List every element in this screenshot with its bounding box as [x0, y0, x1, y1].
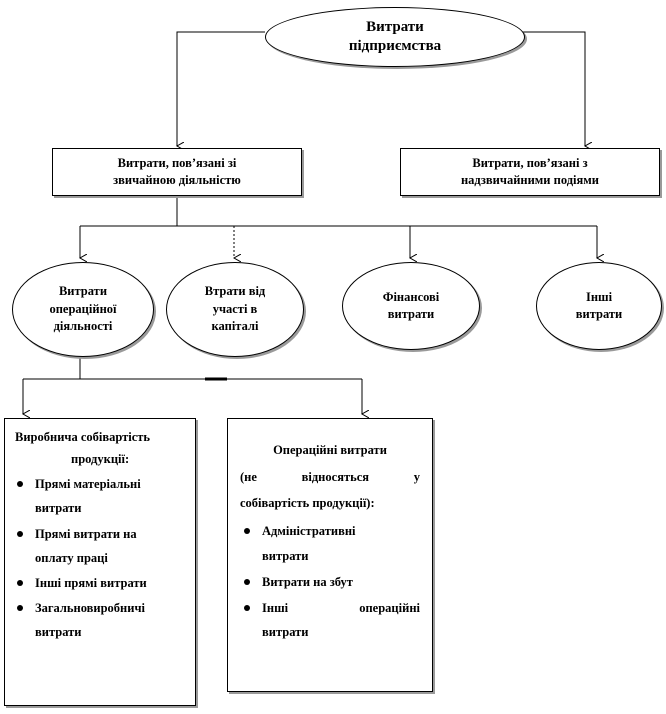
bullet-icon [17, 530, 23, 537]
production-item-line1: Прямі матеріальні [35, 477, 141, 492]
production-item: Інші прямі витрати [13, 574, 187, 592]
operating-item-word: операційні [359, 600, 420, 615]
operating-item-line2: витрати [262, 548, 309, 563]
connector-top-right [520, 31, 585, 146]
operating-cost-item: Інші операційні витрати [240, 599, 420, 641]
operating-costs-note-line2: собівартість продукції): [240, 496, 375, 511]
connector-operating-bus [23, 355, 362, 380]
capital-line3: капіталі [211, 319, 259, 334]
production-cost-box: Виробнича собівартість продукції: Прямі … [4, 418, 196, 706]
bullet-icon [17, 604, 23, 611]
note-word: відносяться [301, 470, 370, 485]
enterprise-costs-line2: підприємства [348, 38, 442, 54]
ordinary-line1: Витрати, пов’язані зі [117, 155, 237, 170]
operating-item-line2: витрати [262, 624, 309, 639]
production-item-line2: витрати [35, 501, 82, 516]
bullet-icon [244, 604, 250, 611]
operating-costs-heading: Операційні витрати [273, 443, 387, 457]
bullet-icon [244, 578, 250, 585]
bullet-icon [17, 579, 23, 586]
production-item: Прямі матеріальні витрати [13, 475, 187, 517]
operating-line1: Витрати [58, 284, 108, 299]
ordinary-line2: звичайною діяльністю [113, 173, 241, 187]
operating-cost-item: Витрати на збут [240, 573, 420, 591]
production-item: Прямі витрати на оплату праці [13, 525, 187, 567]
capital-line1: Втрати від [204, 284, 266, 299]
capital-line2: участі в [212, 301, 258, 316]
financial-costs-node: Фінансові витрати [342, 262, 480, 350]
operating-item-word: Інші [262, 600, 289, 615]
enterprise-costs-node: Витрати підприємства [265, 7, 525, 67]
connector-top-left [177, 31, 265, 146]
other-costs-node: Інші витрати [536, 262, 662, 350]
financial-line2: витрати [387, 307, 435, 321]
other-line1: Інші [585, 289, 613, 304]
extraordinary-line1: Витрати, пов’язані з [472, 155, 588, 170]
extraordinary-line2: надзвичайними подіями [460, 173, 600, 187]
note-word: (не [240, 470, 257, 485]
operating-item-line1: Адміністративні [262, 524, 356, 539]
production-heading1: Виробнича собівартість [15, 430, 151, 444]
capital-participation-losses-node: Втрати від участі в капіталі [166, 262, 304, 357]
operating-costs-note: (не відносяться у [240, 468, 420, 486]
note-word: у [413, 470, 420, 485]
production-item-line1: Інші прямі витрати [35, 575, 147, 590]
operating-item-line1: Витрати на збут [262, 574, 353, 589]
operating-line3: діяльності [53, 319, 113, 334]
operating-line2: операційної [49, 301, 117, 316]
production-item-line1: Загальновиробничі [35, 600, 145, 615]
financial-line1: Фінансові [382, 289, 440, 304]
connector-ordinary-bus [80, 196, 597, 227]
ordinary-activity-costs-node: Витрати, пов’язані зі звичайною діяльніс… [52, 148, 302, 196]
operating-activity-costs-node: Витрати операційної діяльності [12, 262, 154, 357]
bullet-icon [244, 528, 250, 535]
production-item-line1: Прямі витрати на [35, 526, 137, 541]
operating-costs-box: Операційні витрати (не відносяться у соб… [227, 418, 433, 692]
production-item-line2: оплату праці [35, 550, 108, 565]
production-item-line2: витрати [35, 625, 82, 639]
other-line2: витрати [575, 307, 623, 321]
extraordinary-events-costs-node: Витрати, пов’язані з надзвичайними подія… [400, 148, 660, 196]
operating-item-line1-row: Інші операційні [262, 599, 420, 617]
enterprise-costs-line1: Витрати [366, 19, 424, 36]
production-heading2: продукції: [71, 452, 130, 467]
production-item: Загальновиробничі витрати [13, 599, 187, 641]
bullet-icon [17, 481, 23, 488]
operating-cost-item: Адміністративні витрати [240, 522, 420, 564]
